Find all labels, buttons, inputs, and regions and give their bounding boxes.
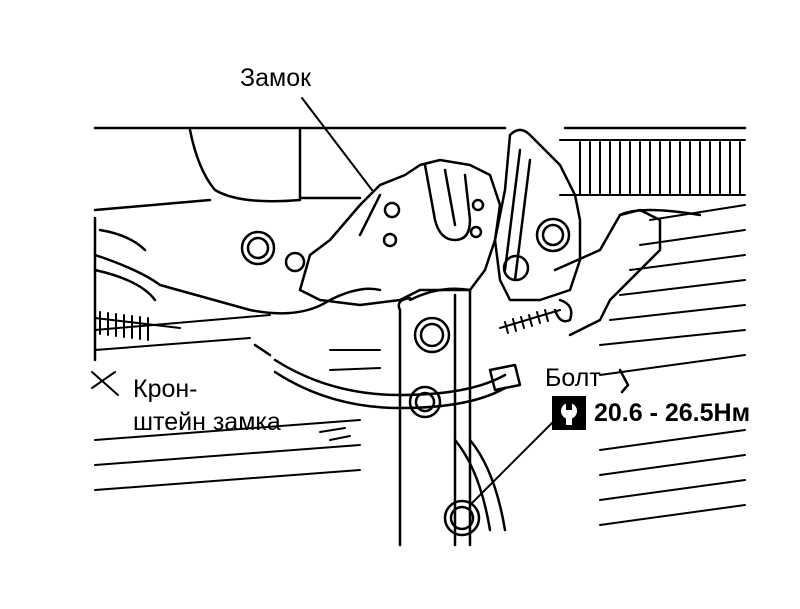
bolt-bracket-mid — [408, 385, 442, 419]
lock-bracket — [397, 287, 507, 547]
torque-value: 20.6 - 26.5Нм — [594, 398, 751, 427]
bracket-label-line2: штейн замка — [133, 408, 281, 436]
leader-lines — [91, 97, 556, 506]
left-spring — [94, 311, 181, 341]
core-support — [93, 126, 747, 362]
leader-bracket-2 — [91, 371, 116, 389]
right-panel-hatching — [599, 204, 746, 526]
wrench-glyph — [561, 401, 577, 425]
bolt-label: Болт — [545, 364, 601, 392]
bolt-bracket-bottom — [443, 499, 481, 537]
torque-spec: 20.6 - 26.5Нм — [552, 396, 750, 430]
bracket-label-line1: Крон- — [133, 375, 198, 403]
grille — [559, 139, 746, 196]
lock-label: Замок — [240, 64, 312, 92]
leader-bracket — [91, 371, 119, 396]
leader-bolt — [469, 419, 556, 506]
lock-body — [298, 158, 502, 307]
bolt-upper-left — [240, 230, 306, 273]
bolt-upper-right — [535, 217, 571, 253]
cable-clip — [488, 363, 630, 394]
wrench-icon — [552, 396, 586, 430]
leader-lock — [301, 97, 373, 191]
lever-spring — [499, 309, 561, 334]
bolt-bracket-top — [413, 316, 451, 354]
safety-lever — [493, 128, 702, 337]
bolts — [240, 217, 571, 537]
